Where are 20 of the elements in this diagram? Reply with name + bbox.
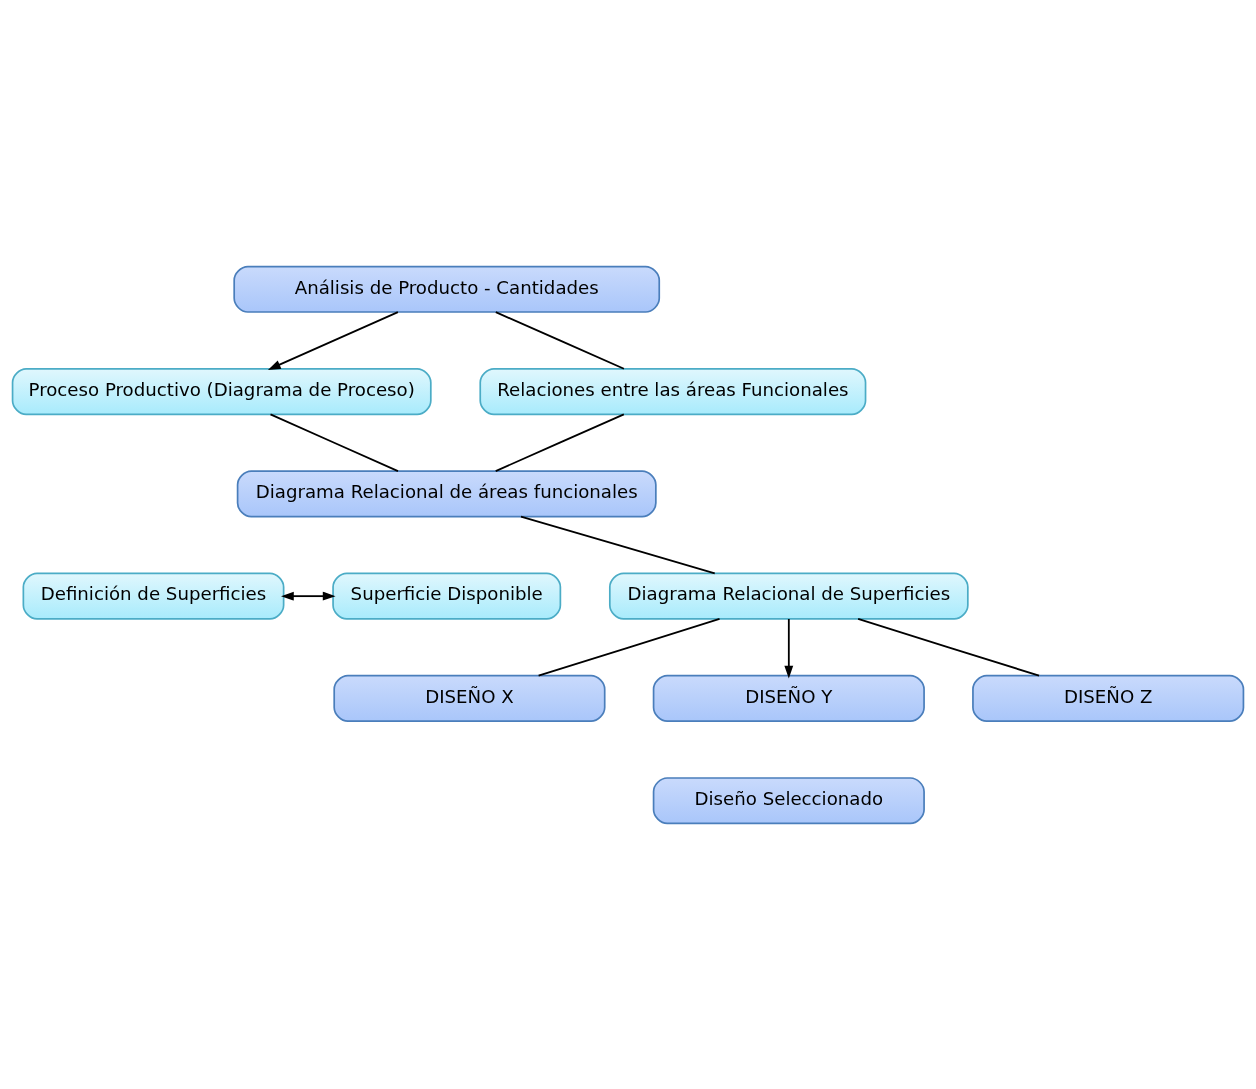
node-box: Definición de Superficies: [22, 572, 285, 620]
arrow: [267, 310, 399, 370]
node-box: Superficie Disponible: [332, 572, 562, 620]
node-box: DISEÑO Z: [972, 674, 1245, 722]
node-box: Análisis de Producto - Cantidades: [233, 265, 661, 313]
connector: [269, 413, 399, 472]
node-box: Diseño Seleccionado: [652, 776, 925, 824]
arrow: [784, 617, 794, 678]
node-box: DISEÑO Y: [652, 674, 925, 722]
connector: [494, 310, 625, 370]
connector: [857, 617, 1040, 677]
node-box: Relaciones entre las áreas Funcionales: [479, 367, 867, 415]
node-box: Diagrama Relacional de Superficies: [608, 572, 969, 620]
arrow: [281, 591, 336, 601]
node-box: DISEÑO X: [333, 674, 606, 722]
connector: [537, 617, 721, 677]
node-box: Proceso Productivo (Diagrama de Proceso): [11, 367, 432, 415]
connector: [520, 515, 716, 574]
connector: [494, 413, 625, 472]
node-box: Diagrama Relacional de áreas funcionales: [236, 469, 657, 517]
